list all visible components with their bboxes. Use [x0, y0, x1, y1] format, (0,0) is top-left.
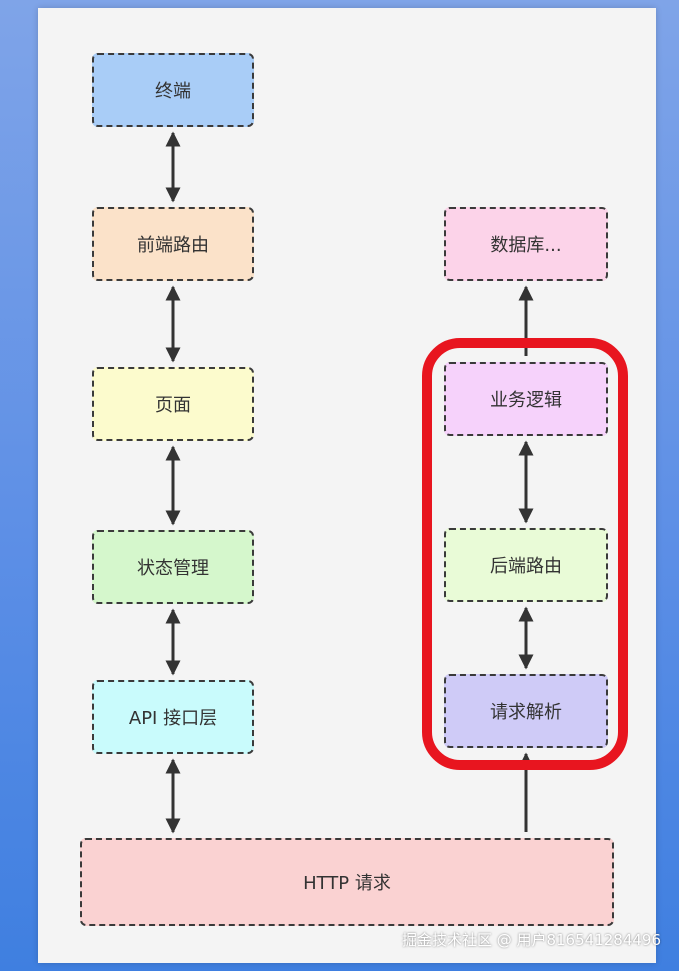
backend-highlight-frame	[422, 338, 628, 770]
node-database: 数据库...	[444, 207, 608, 281]
node-request-parsing: 请求解析	[444, 674, 608, 748]
node-api-layer: API 接口层	[92, 680, 254, 754]
node-state-management: 状态管理	[92, 530, 254, 604]
node-terminal: 终端	[92, 53, 254, 127]
node-page: 页面	[92, 367, 254, 441]
diagram-canvas	[38, 8, 656, 963]
node-http-request: HTTP 请求	[80, 838, 614, 926]
node-frontend-router: 前端路由	[92, 207, 254, 281]
node-business-logic: 业务逻辑	[444, 362, 608, 436]
watermark-text: 掘金技术社区 @ 用户816541284496	[401, 931, 661, 949]
node-backend-router: 后端路由	[444, 528, 608, 602]
